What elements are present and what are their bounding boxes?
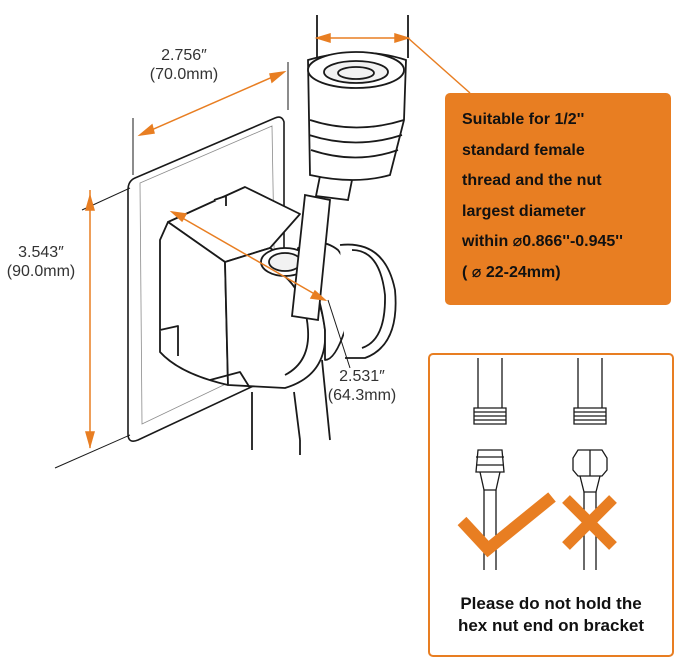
warning-line: Please do not hold the bbox=[460, 594, 642, 613]
height-dimension-label: 3.543″ (90.0mm) bbox=[0, 243, 82, 281]
bracket-body bbox=[159, 186, 397, 389]
thread-info-box: Suitable for 1/2'' standard female threa… bbox=[445, 93, 671, 305]
warning-text: Please do not hold the hex nut end on br… bbox=[430, 593, 672, 637]
dimension-lines bbox=[54, 32, 471, 469]
shower-fitting bbox=[291, 15, 409, 322]
width-dimension-label: 2.756″ (70.0mm) bbox=[128, 46, 240, 84]
info-line: ( ⌀ 22-24mm) bbox=[462, 263, 561, 281]
warning-line: hex nut end on bracket bbox=[457, 616, 645, 635]
width-mm: (70.0mm) bbox=[149, 66, 219, 83]
height-inch: 3.543″ bbox=[18, 244, 64, 261]
hose bbox=[251, 359, 331, 455]
check-icon bbox=[457, 492, 556, 558]
depth-mm: (64.3mm) bbox=[327, 387, 397, 404]
thread-fitting-right bbox=[572, 358, 608, 570]
width-inch: 2.756″ bbox=[161, 47, 207, 64]
info-line: largest diameter bbox=[462, 202, 586, 220]
info-line: within ⌀0.866''-0.945'' bbox=[462, 233, 623, 250]
info-line: standard female bbox=[462, 141, 585, 159]
info-line: Suitable for 1/2'' bbox=[462, 111, 585, 128]
cross-icon bbox=[562, 495, 617, 550]
depth-dimension-label: 2.531″ (64.3mm) bbox=[312, 367, 412, 405]
depth-inch: 2.531″ bbox=[339, 368, 385, 385]
thread-fitting-left bbox=[473, 358, 507, 570]
info-line: thread and the nut bbox=[462, 172, 602, 189]
height-mm: (90.0mm) bbox=[6, 263, 76, 280]
warning-panel: Please do not hold the hex nut end on br… bbox=[428, 353, 674, 657]
